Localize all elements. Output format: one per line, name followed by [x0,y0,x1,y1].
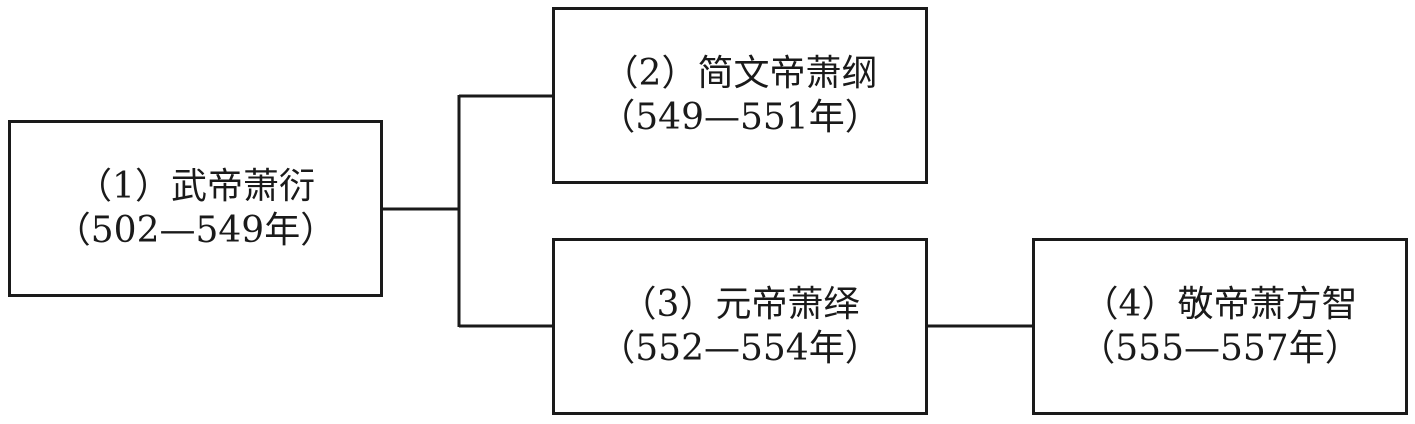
node-jingdi-xiaofangzhi: （4）敬帝萧方智 （555—557年） [1032,238,1408,415]
node-years: （549—551年） [599,96,881,138]
node-years: （552—554年） [599,327,881,369]
node-title: （2）简文帝萧纲 [602,52,878,94]
node-years: （555—557年） [1079,327,1361,369]
node-years: （502—549年） [54,209,337,251]
node-yuandi-xiaoyi: （3）元帝萧绎 （552—554年） [552,238,928,415]
node-jianwendi-xiaogang: （2）简文帝萧纲 （549—551年） [552,7,928,184]
node-title: （3）元帝萧绎 [620,283,860,325]
node-wudi-xiaoyan: （1）武帝萧衍 （502—549年） [8,120,383,297]
node-title: （1）武帝萧衍 [76,165,315,207]
node-title: （4）敬帝萧方智 [1082,283,1358,325]
